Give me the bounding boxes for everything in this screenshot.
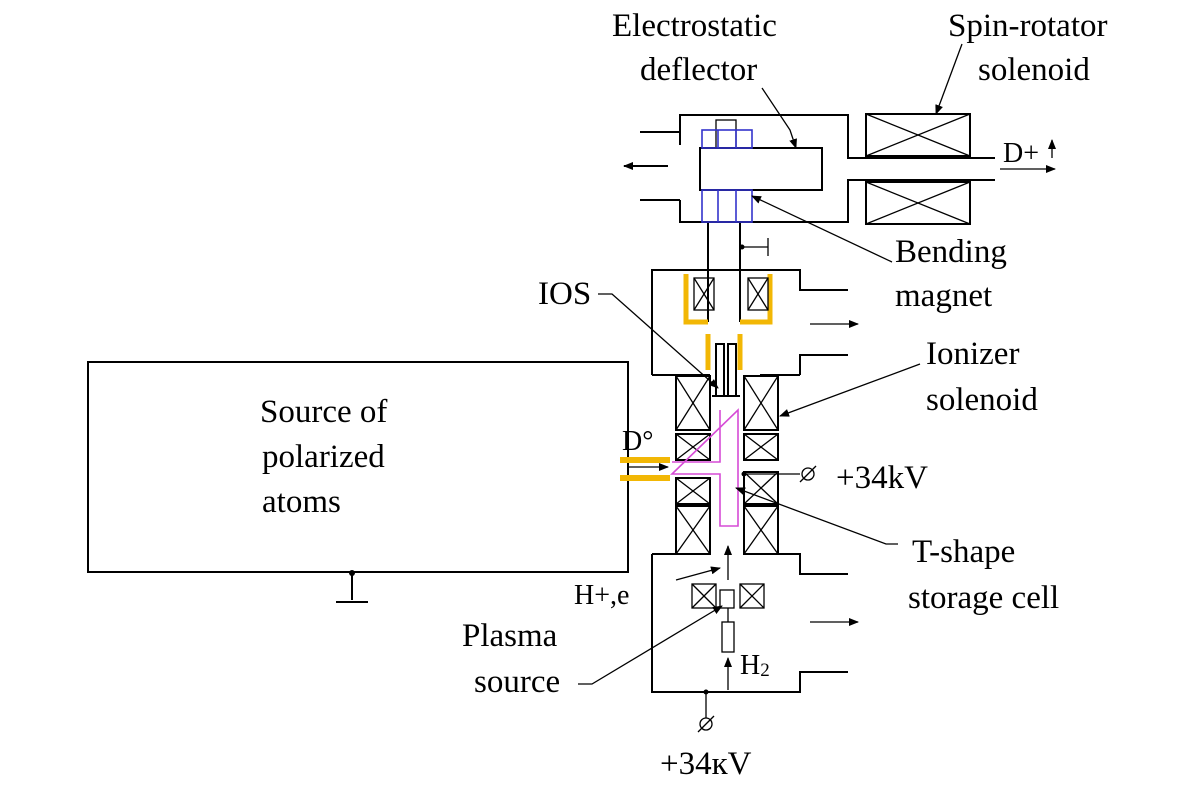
ionizer-solenoid (675, 375, 779, 555)
plasma-leader (578, 605, 723, 685)
t-shape-leader (735, 487, 898, 545)
bending-magnet (701, 129, 753, 223)
svg-text:Electrostatic: Electrostatic (612, 8, 777, 44)
svg-text:Source of: Source of (260, 394, 387, 430)
d-plus-label: D+ (1003, 138, 1039, 169)
svg-text:T-shape: T-shape (912, 534, 1015, 570)
bending-magnet-leader (751, 195, 893, 263)
ionizer-leader (779, 363, 921, 417)
bending-magnet-label: Bending magnet (895, 234, 1007, 314)
ionizer-solenoid-label: Ionizer solenoid (926, 336, 1038, 418)
svg-text:magnet: magnet (895, 278, 992, 314)
top-chamber (623, 114, 995, 322)
svg-text:solenoid: solenoid (978, 52, 1090, 88)
voltage-cell-label: +34kV (836, 460, 928, 496)
spin-rotator-solenoid (865, 113, 971, 225)
svg-text:Spin-rotator: Spin-rotator (948, 8, 1107, 44)
d-atom-label: D° (622, 426, 653, 457)
svg-text:Ionizer: Ionizer (926, 336, 1019, 372)
voltage-bottom-label: +34кV (660, 746, 752, 782)
h-plus-e-label: H+,e (574, 580, 629, 611)
spin-rotator-label: Spin-rotator solenoid (948, 8, 1107, 88)
svg-text:source: source (474, 664, 560, 700)
svg-text:atoms: atoms (262, 484, 341, 520)
t-shape-storage-cell (670, 408, 739, 527)
svg-text:storage cell: storage cell (908, 580, 1059, 616)
svg-text:polarized: polarized (262, 439, 385, 475)
svg-text:deflector: deflector (640, 52, 757, 88)
spin-rotator-leader (935, 43, 963, 115)
middle-chamber (651, 269, 859, 397)
plasma-source-label: Plasma source (462, 618, 560, 700)
atom-beam-tube (620, 457, 670, 481)
deflector-leader (761, 87, 797, 149)
t-shape-cell-label: T-shape storage cell (908, 534, 1059, 616)
cell-voltage-tap (741, 465, 817, 483)
source-polarized-atoms-label: Source of polarized atoms (260, 394, 387, 520)
h2-label: H2 (740, 650, 770, 681)
svg-text:solenoid: solenoid (926, 382, 1038, 418)
lower-chamber (651, 545, 859, 733)
electrostatic-deflector-label: Electrostatic deflector (612, 8, 777, 88)
svg-text:Bending: Bending (895, 234, 1007, 270)
ios-leader (598, 293, 719, 389)
svg-text:Plasma: Plasma (462, 618, 558, 654)
ios-label: IOS (538, 276, 591, 312)
